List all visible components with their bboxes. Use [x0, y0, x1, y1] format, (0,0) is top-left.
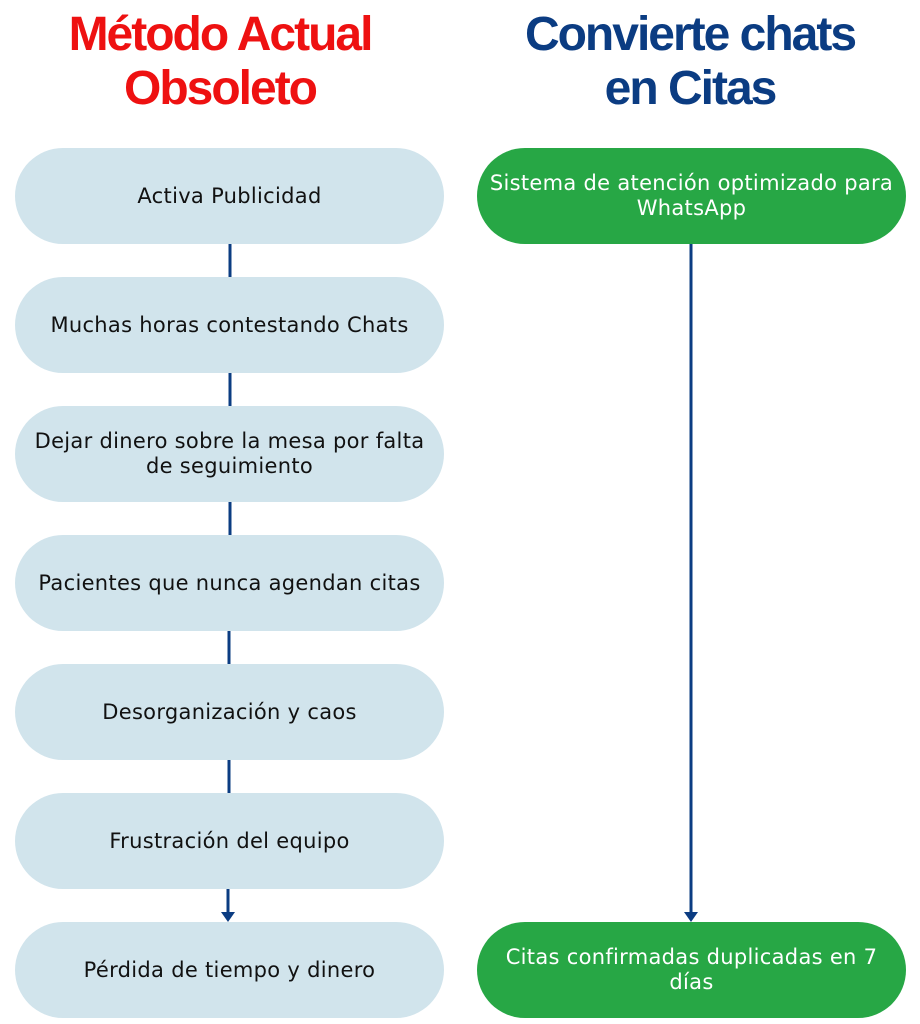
step-frustracion-equipo: Frustración del equipo [15, 793, 444, 889]
step-perdida-tiempo-dinero: Pérdida de tiempo y dinero [15, 922, 444, 1018]
step-citas-confirmadas: Citas confirmadas duplicadas en 7 días [477, 922, 906, 1018]
step-pacientes-no-agendan: Pacientes que nunca agendan citas [15, 535, 444, 631]
step-activa-publicidad: Activa Publicidad [15, 148, 444, 244]
left-arrowhead [221, 912, 235, 922]
obsolete-method-heading: Método Actual Obsoleto [68, 8, 374, 115]
step-muchas-horas-chats: Muchas horas contestando Chats [15, 277, 444, 373]
right-arrowhead [684, 912, 698, 922]
step-desorganizacion-caos: Desorganización y caos [15, 664, 444, 760]
step-sistema-whatsapp: Sistema de atención optimizado para What… [477, 148, 906, 244]
step-dejar-dinero-mesa: Dejar dinero sobre la mesa por falta de … [15, 406, 444, 502]
convert-chats-heading: Convierte chats en Citas [524, 8, 857, 115]
